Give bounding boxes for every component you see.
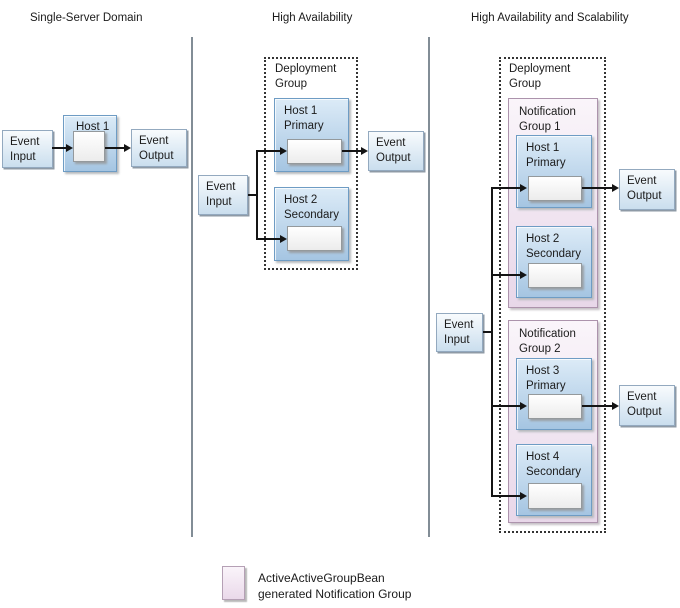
event-output-box: Event Output	[131, 129, 187, 167]
server-icon	[528, 394, 582, 419]
arrowhead-icon	[520, 402, 527, 410]
event-output-box: Event Output	[368, 131, 424, 171]
panel-divider-right	[428, 37, 430, 537]
panel-title-single-server: Single-Server Domain	[30, 12, 143, 24]
arrow-line	[491, 274, 520, 276]
arrow-line	[483, 331, 492, 333]
arrow-line	[491, 188, 493, 497]
event-input-box: Event Input	[198, 175, 248, 215]
arrowhead-icon	[124, 144, 131, 152]
legend-swatch-icon	[222, 566, 245, 600]
server-icon	[287, 226, 342, 251]
server-icon	[528, 483, 582, 509]
deployment-group-border	[499, 57, 606, 533]
arrowhead-icon	[280, 147, 287, 155]
arrow-line	[256, 150, 280, 152]
server-icon	[528, 176, 582, 201]
panel-title-high-availability: High Availability	[272, 12, 353, 24]
server-icon	[73, 131, 105, 162]
arrow-line	[256, 151, 258, 239]
panel-title-ha-scalability: High Availability and Scalability	[471, 12, 629, 24]
arrowhead-icon	[361, 147, 368, 155]
panel-divider-left	[191, 37, 193, 537]
arrow-line	[582, 187, 612, 189]
arrowhead-icon	[520, 271, 527, 279]
arrow-line	[582, 405, 612, 407]
arrowhead-icon	[612, 184, 619, 192]
event-input-box: Event Input	[2, 130, 53, 168]
event-output-box: Event Output	[619, 385, 675, 426]
arrowhead-icon	[520, 184, 527, 192]
arrowhead-icon	[612, 402, 619, 410]
host-box: Host 1 Primary	[274, 98, 349, 172]
host-box: Host 1 Primary	[516, 135, 592, 208]
server-icon	[528, 263, 582, 288]
arrowhead-icon	[520, 492, 527, 500]
arrow-line	[52, 147, 66, 149]
arrow-line	[342, 150, 361, 152]
deployment-group-label: Deployment Group	[509, 63, 571, 90]
arrow-line	[248, 194, 257, 196]
deployment-group-label: Deployment Group	[275, 63, 337, 90]
event-input-box: Event Input	[436, 313, 483, 352]
arrow-line	[491, 405, 520, 407]
host-box: Host 1	[63, 115, 117, 172]
legend-label: ActiveActiveGroupBean generated Notifica…	[258, 571, 412, 601]
arrow-line	[256, 238, 280, 240]
arrow-line	[105, 147, 124, 149]
arrow-line	[491, 187, 520, 189]
arrow-line	[491, 495, 520, 497]
deployment-group-border	[264, 57, 358, 270]
arrowhead-icon	[280, 235, 287, 243]
arrowhead-icon	[66, 144, 73, 152]
event-output-box: Event Output	[619, 169, 675, 210]
server-icon	[287, 139, 342, 164]
